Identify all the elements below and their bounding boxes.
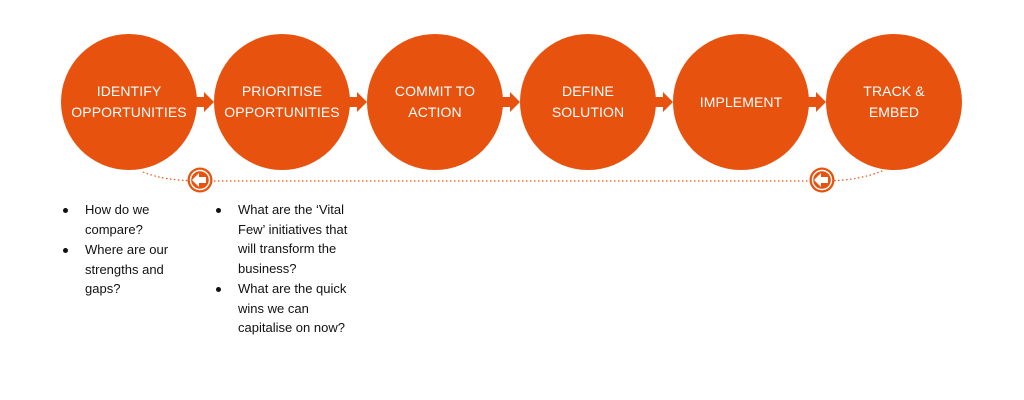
stage-track-and-embed: TRACK & EMBED	[826, 34, 962, 170]
arrow-right-icon	[502, 92, 520, 112]
stage-label: COMMIT TO ACTION	[394, 83, 476, 120]
list-item: How do we compare?	[61, 200, 191, 239]
stage-label: IDENTIFY OPPORTUNITIES	[71, 83, 187, 120]
stage-prioritise-opportunities: PRIORITISE OPPORTUNITIES	[214, 34, 350, 170]
list-item: Where are our strengths and gaps?	[61, 240, 191, 299]
arrow-left-circle-icon	[809, 167, 835, 193]
list-item: What are the ‘Vital Few’ initiatives tha…	[214, 200, 354, 278]
arrow-right-icon	[655, 92, 673, 112]
stage-define-solution: DEFINE SOLUTION	[520, 34, 656, 170]
identify-questions-list: How do we compare? Where are our strengt…	[61, 200, 191, 300]
arrow-right-icon	[349, 92, 367, 112]
stage-label: IMPLEMENT	[699, 93, 783, 110]
prioritise-questions-list: What are the ‘Vital Few’ initiatives tha…	[214, 200, 354, 339]
arrow-right-icon	[808, 92, 826, 112]
stage-label: TRACK & EMBED	[863, 83, 925, 120]
stage-commit-to-action: COMMIT TO ACTION	[367, 34, 503, 170]
arrow-right-icon	[196, 92, 214, 112]
stage-identify-opportunities: IDENTIFY OPPORTUNITIES	[61, 34, 197, 170]
arrow-left-circle-icon	[187, 167, 213, 193]
stage-label: PRIORITISE OPPORTUNITIES	[224, 83, 340, 120]
stage-implement: IMPLEMENT	[673, 34, 809, 170]
feedback-loop-line	[142, 169, 885, 182]
stage-label: DEFINE SOLUTION	[551, 83, 625, 120]
list-item: What are the quick wins we can capitalis…	[214, 279, 354, 338]
